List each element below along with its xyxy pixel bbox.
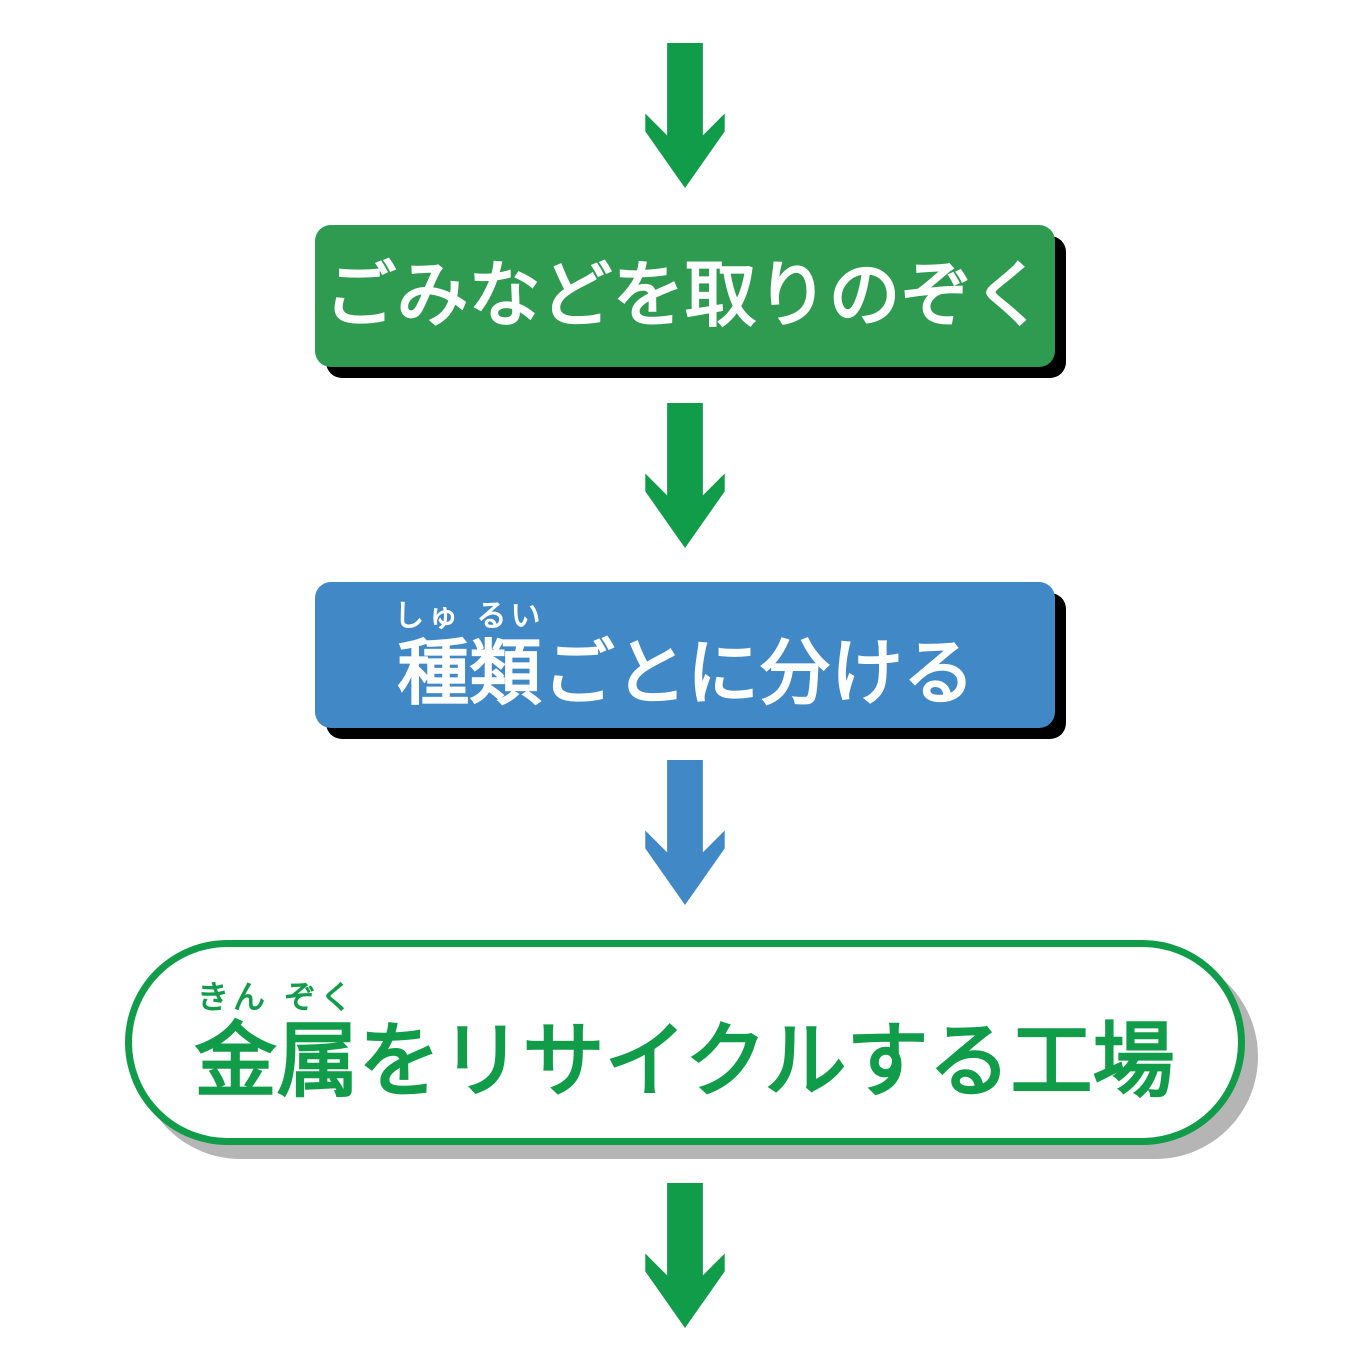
ruby-shurui: 種類しゅ るい	[394, 599, 545, 715]
step-metal-recycling-factory-label: 金属きん ぞくをリサイクルする工場	[195, 978, 1175, 1105]
down-arrow-icon-top	[644, 43, 725, 188]
recycling-flowchart: ごみなどを取りのぞく 種類しゅ るいごとに分ける 金属きん ぞくをリサイクルする…	[124, 43, 1245, 1328]
step-remove-garbage: ごみなどを取りのぞく	[314, 225, 1055, 367]
down-arrow-icon-after-step2	[644, 760, 725, 905]
step-sort-by-type: 種類しゅ るいごとに分ける	[314, 582, 1055, 728]
step-metal-recycling-factory-label-rest: をリサイクルする工場	[358, 1014, 1175, 1110]
ruby-base-shurui: 種類	[394, 630, 545, 715]
step-sort-by-type-label: 種類しゅ るいごとに分ける	[394, 599, 975, 712]
step-sort-by-type-label-rest: ごとに分ける	[542, 630, 975, 715]
ruby-kinzoku: 金属きん ぞく	[194, 978, 359, 1110]
furigana-kinzoku: きん ぞく	[194, 978, 359, 1017]
step-remove-garbage-label: ごみなどを取りのぞく	[324, 253, 1045, 338]
down-arrow-icon-bottom	[644, 1183, 725, 1328]
step-metal-recycling-factory: 金属きん ぞくをリサイクルする工場	[124, 940, 1245, 1145]
ruby-base-kinzoku: 金属	[194, 1014, 359, 1110]
furigana-shurui: しゅ るい	[394, 598, 545, 634]
down-arrow-icon-after-step1	[644, 403, 725, 548]
